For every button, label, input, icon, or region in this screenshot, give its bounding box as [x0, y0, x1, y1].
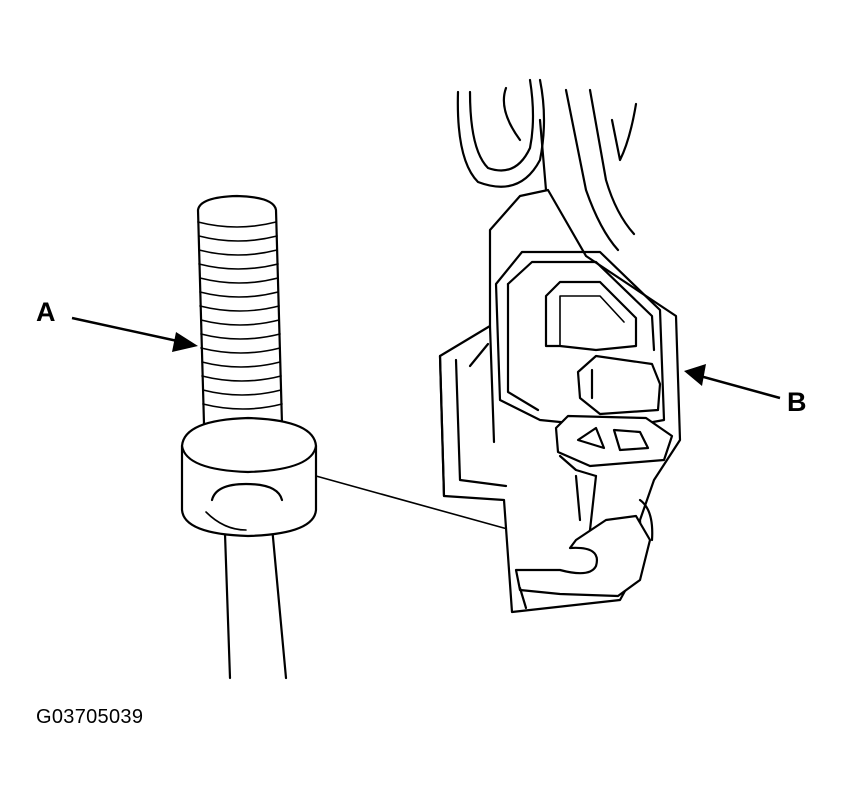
callout-arrow-a [71, 316, 198, 352]
figure-id: G03705039 [36, 706, 144, 728]
bolt-icon [180, 194, 318, 680]
callout-arrow-b [684, 364, 781, 400]
connector-icon [438, 78, 682, 614]
callout-label-a: A [36, 297, 56, 327]
callout-label-b: B [787, 387, 807, 417]
bolt-threads [197, 221, 283, 410]
